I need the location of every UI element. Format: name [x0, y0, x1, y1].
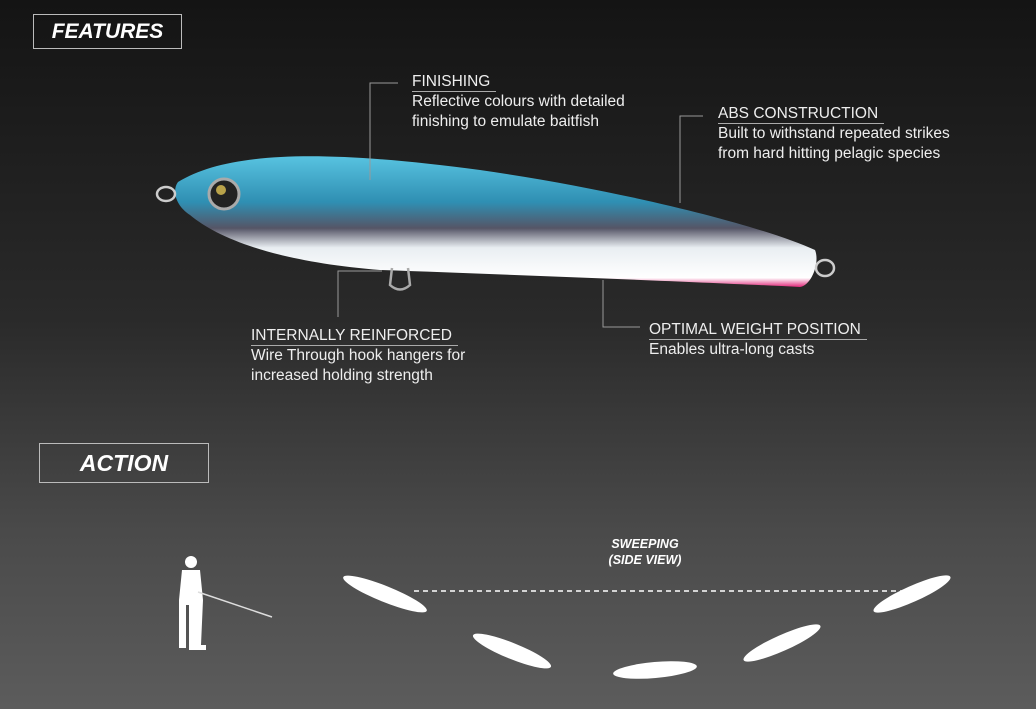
action-lures [343, 575, 951, 679]
action-lure [343, 575, 427, 613]
sweeping-label: SWEEPING(SIDE VIEW) [608, 537, 682, 567]
features-heading: FEATURES [33, 14, 182, 49]
hook-hanger-icon [388, 267, 412, 291]
action-lure [743, 624, 821, 662]
lure-body [155, 156, 836, 291]
angler-icon [179, 556, 273, 650]
action-lure [873, 575, 951, 613]
action-lure [613, 661, 697, 679]
action-heading: ACTION [39, 443, 209, 483]
front-ring-icon [155, 185, 177, 203]
tail-ring-icon [814, 258, 836, 278]
action-lure [472, 633, 552, 669]
